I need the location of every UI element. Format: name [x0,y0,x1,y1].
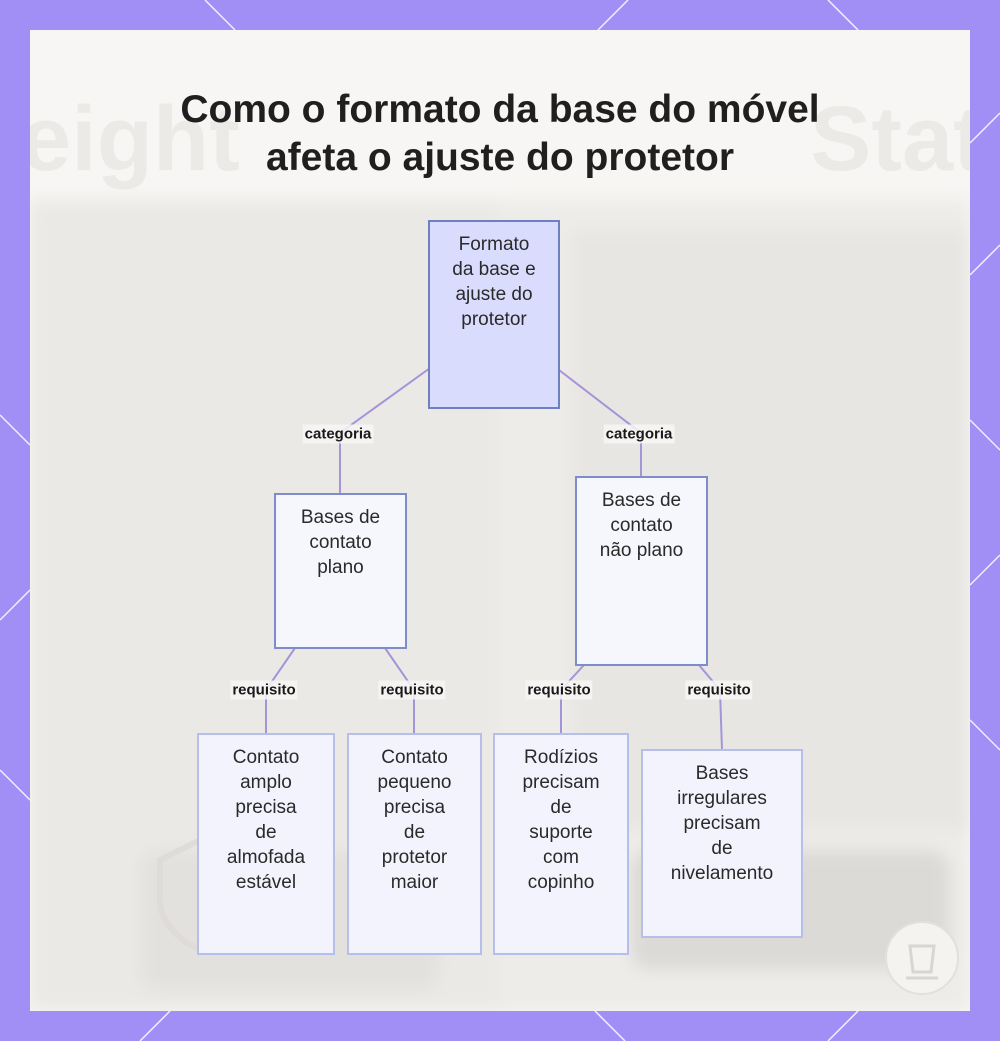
root-node-label: Formato da base e ajuste do protetor [452,232,535,332]
requirement-node-1: Contato amplo precisa de almofada estáve… [197,733,335,955]
category-node-nonflat-label: Bases de contato não plano [600,488,683,563]
edge-label-categoria-2: categoria [604,425,675,444]
edge-label-requisito-4: requisito [685,681,752,700]
requirement-node-3: Rodízios precisam de suporte com copinho [493,733,629,955]
connector-nonflat-to-req4 [699,665,722,750]
edge-label-requisito-3: requisito [525,681,592,700]
requirement-node-3-label: Rodízios precisam de suporte com copinho [522,745,599,895]
connector-root-to-nonflat [559,370,641,477]
cup-logo-icon [882,918,962,998]
edge-label-categoria-1: categoria [303,425,374,444]
requirement-node-2-label: Contato pequeno precisa de protetor maio… [378,745,452,895]
connector-nonflat-to-req3 [561,665,584,734]
requirement-node-4-label: Bases irregulares precisam de nivelament… [671,761,773,886]
category-node-flat-label: Bases de contato plano [301,505,380,580]
category-node-nonflat: Bases de contato não plano [575,476,708,666]
diagram-card: eight Stat Como o formato da base do móv… [30,30,970,1011]
requirement-node-4: Bases irregulares precisam de nivelament… [641,749,803,938]
requirement-node-1-label: Contato amplo precisa de almofada estáve… [227,745,305,895]
edge-label-requisito-2: requisito [378,681,445,700]
root-node: Formato da base e ajuste do protetor [428,220,560,409]
category-node-flat: Bases de contato plano [274,493,407,649]
requirement-node-2: Contato pequeno precisa de protetor maio… [347,733,482,955]
edge-label-requisito-1: requisito [230,681,297,700]
